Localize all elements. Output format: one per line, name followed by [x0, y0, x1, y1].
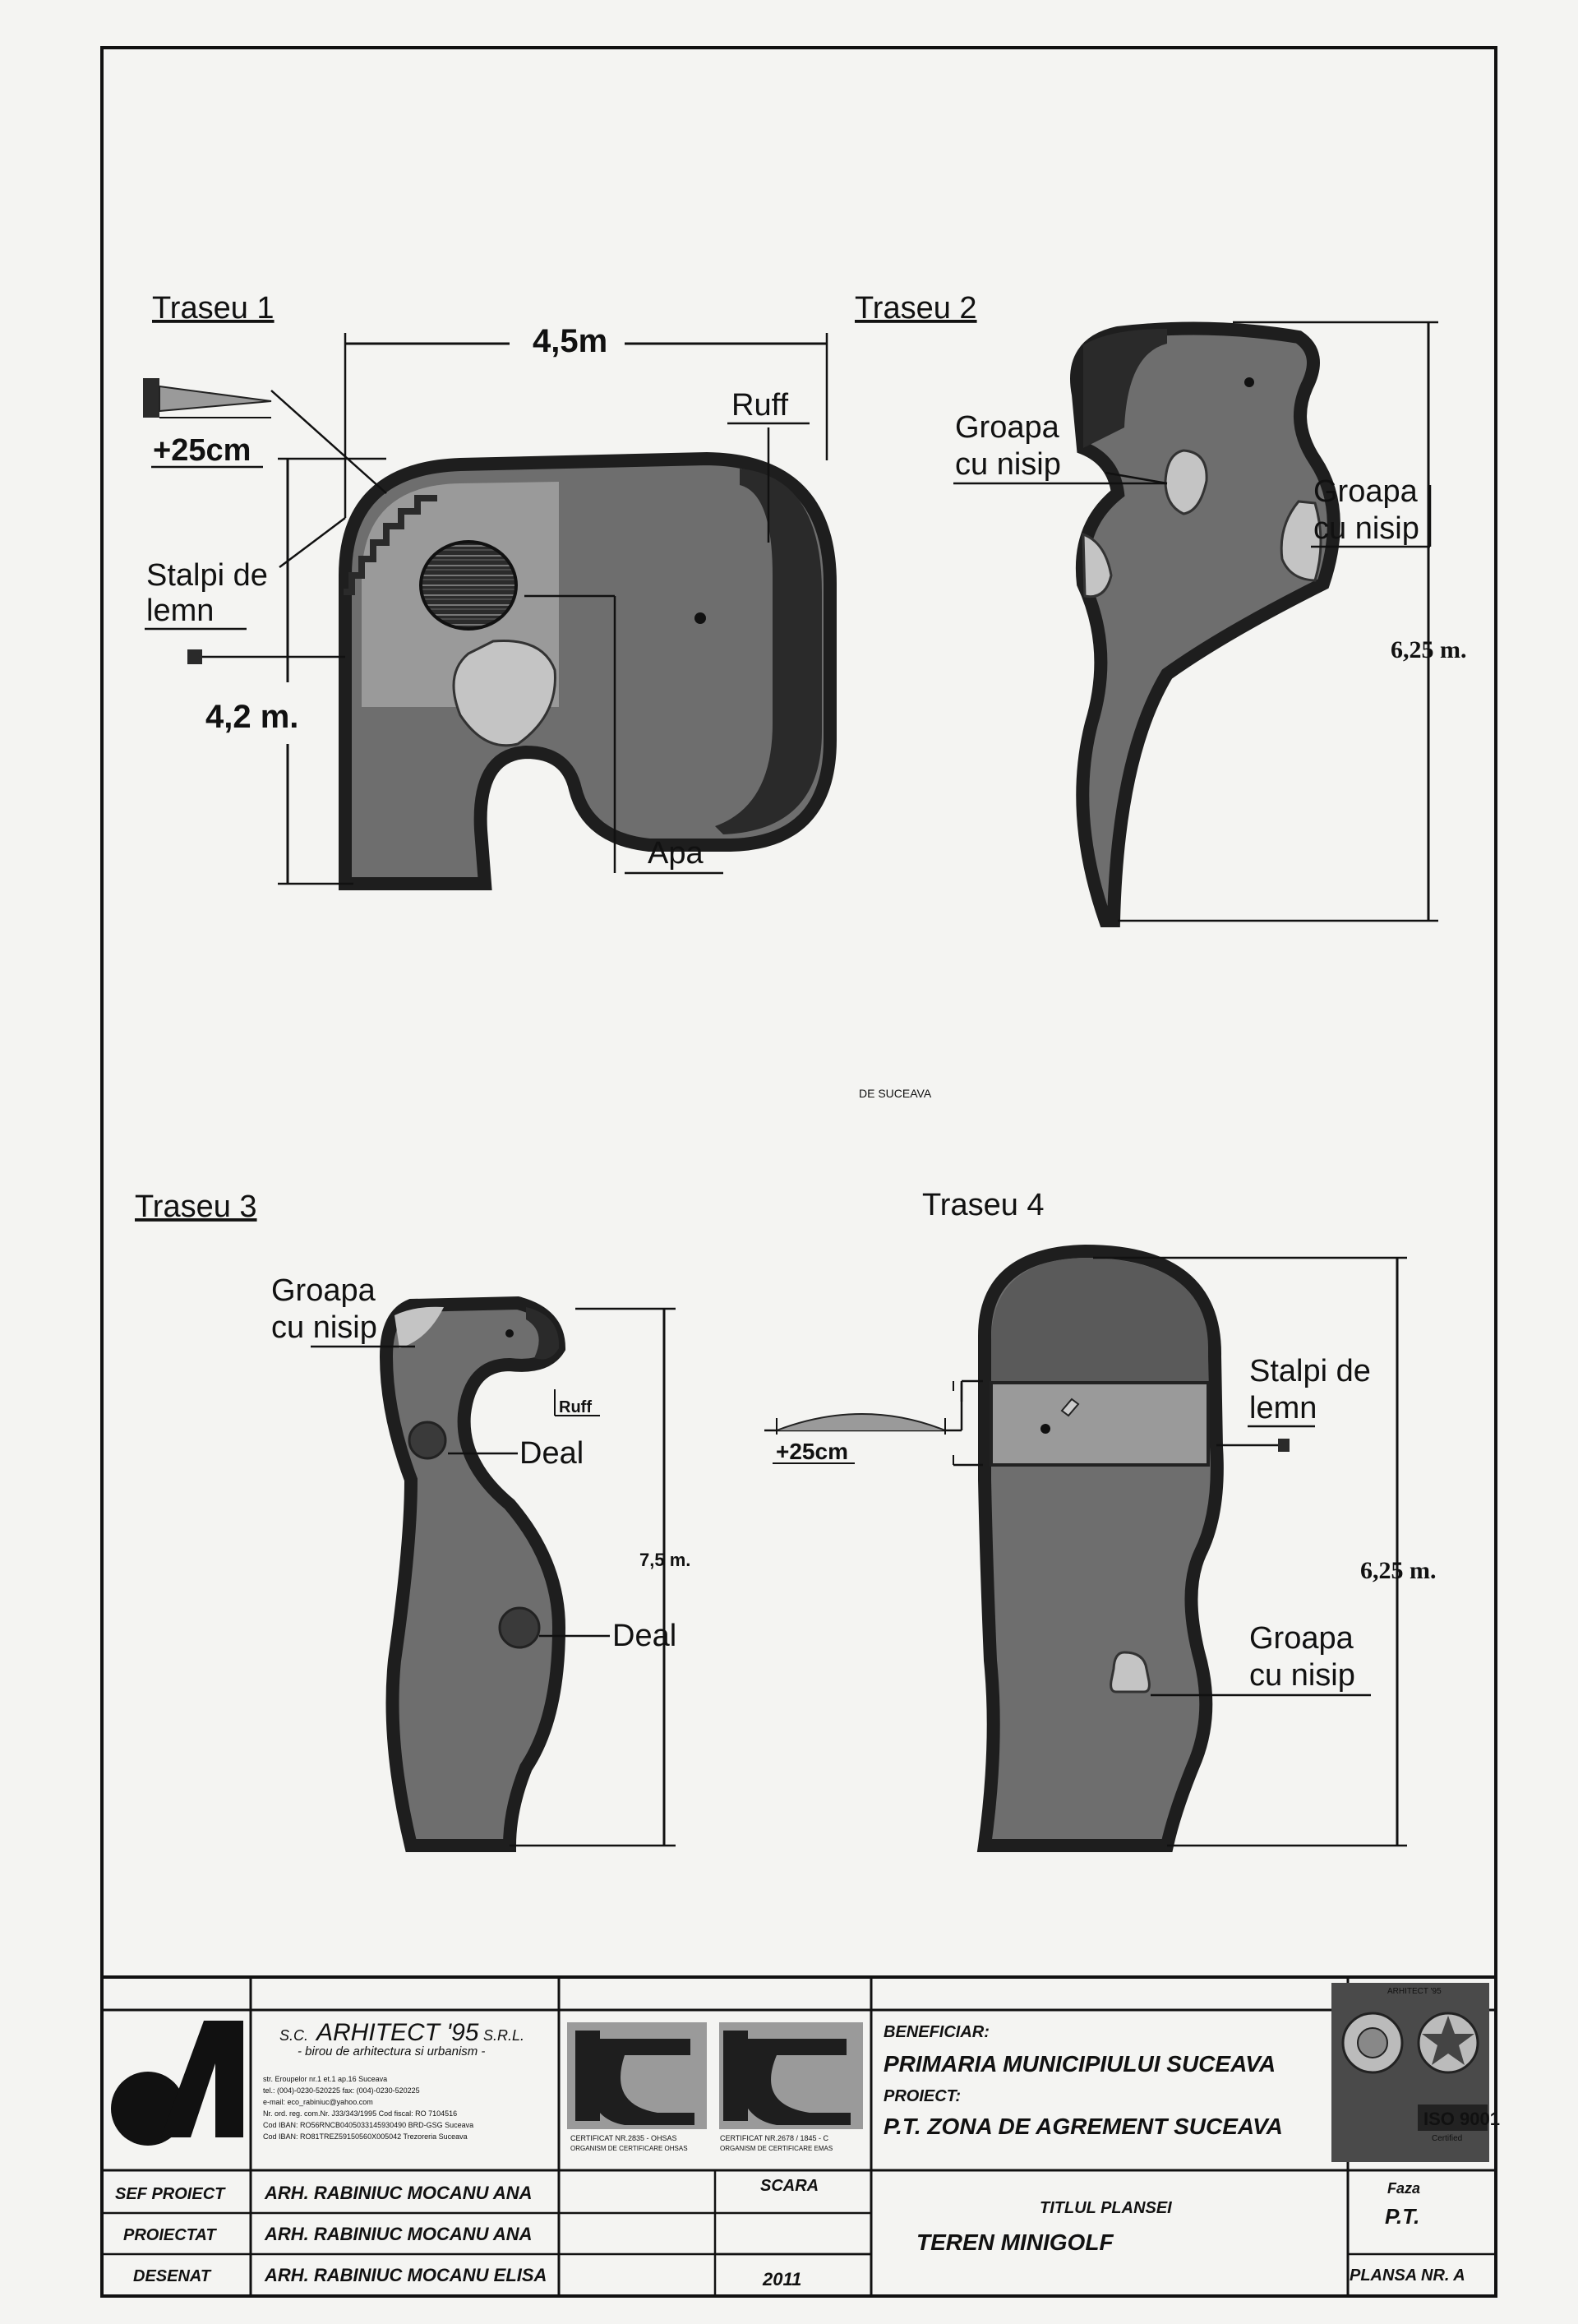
traseu-2-hole — [1244, 377, 1254, 387]
traseu-4-elevation-label: +25cm — [776, 1439, 848, 1464]
company-logo — [111, 2021, 243, 2146]
project-info: BENEFICIAR: PRIMARIA MUNICIPIULUI SUCEAV… — [884, 2023, 1283, 2139]
traseu-2-height-label: 6,25 m. — [1391, 636, 1467, 663]
traseu-2-sand-b-label-1: Groapa — [1313, 474, 1419, 509]
traseu-2-title: Traseu 2 — [855, 291, 977, 326]
iso-certification: ARHITECT '95 ISO 9001 Certified — [1331, 1983, 1500, 2162]
proiect-value: P.T. ZONA DE AGREMENT SUCEAVA — [884, 2114, 1283, 2139]
traseu-3-hill-label-1: Deal — [519, 1436, 584, 1471]
year-value: 2011 — [762, 2269, 801, 2289]
traseu-2-sand-2 — [1280, 500, 1322, 582]
sef-proiect-value: ARH. RABINIUC MOCANU ANA — [264, 2183, 533, 2203]
traseu-3-ruff-zone — [526, 1307, 560, 1360]
titlul-plansei-value: TEREN MINIGOLF — [916, 2229, 1114, 2255]
traseu-4-hole — [1040, 1424, 1050, 1434]
traseu-1-ruff-label: Ruff — [731, 388, 788, 423]
company-block: S.C. ARHITECT '95 S.R.L. - birou de arhi… — [263, 2019, 524, 2141]
company-info-4: Nr. ord. reg. com.Nr. J33/343/1995 Cod f… — [263, 2109, 457, 2118]
traseu-2-diagram: Traseu 2 Groapa cu nisip Groapa cu nisip… — [855, 291, 1467, 927]
traseu-1-water-label: Apa — [648, 836, 704, 871]
titlul-plansei-label: TITLUL PLANSEI — [1040, 2199, 1172, 2217]
beneficiar-value: PRIMARIA MUNICIPIULUI SUCEAVA — [884, 2051, 1276, 2077]
traseu-3-title: Traseu 3 — [135, 1190, 257, 1224]
traseu-4-sand-label-1: Groapa — [1249, 1621, 1354, 1656]
traseu-1-water — [419, 540, 518, 631]
traseu-1-height-label: 4,2 m. — [205, 699, 298, 735]
traseu-4-posts-label-1: Stalpi de — [1249, 1354, 1371, 1388]
traseu-3-diagram: Traseu 3 Groapa cu nisip Ruff Deal Deal … — [135, 1190, 690, 1852]
desenat-value: ARH. RABINIUC MOCANU ELISA — [264, 2265, 547, 2285]
traseu-4-sand — [1110, 1651, 1151, 1693]
traseu-4-upper-zone — [991, 1258, 1208, 1383]
sef-proiect-label: SEF PROIECT — [115, 2185, 226, 2203]
company-info-3: e-mail: eco_rabiniuc@yahoo.com — [263, 2098, 373, 2106]
faza-value: P.T. — [1385, 2204, 1419, 2229]
proiectat-label: PROIECTAT — [123, 2226, 217, 2244]
traseu-2-sand-a-label-1: Groapa — [955, 410, 1060, 445]
traseu-3-sand — [394, 1306, 444, 1348]
cert-1-body: ORGANISM DE CERTIFICARE OHSAS — [570, 2145, 688, 2152]
traseu-3-hole — [505, 1329, 514, 1338]
traseu-2-sand-3 — [1082, 532, 1113, 598]
company-sc: S.C. — [279, 2027, 308, 2044]
traseu-1-elevation-label: +25cm — [153, 433, 251, 468]
traseu-1-diagram: Traseu 1 4,5m Ruff +25cm 4,2 m. — [143, 291, 837, 890]
company-info-2: tel.: (004)-0230-520225 fax: (004)-0230-… — [263, 2086, 420, 2095]
traseu-2-sand-a-label-2: cu nisip — [955, 447, 1061, 482]
company-subtitle: - birou de arhitectura si urbanism - — [298, 2044, 485, 2058]
traseu-2-sand-1 — [1164, 449, 1208, 515]
certification-logos: CERTIFICAT NR.2835 - OHSAS ORGANISM DE C… — [567, 2022, 863, 2152]
traseu-1-width-label: 4,5m — [533, 323, 607, 359]
traseu-3-height-label: 7,5 m. — [639, 1550, 690, 1570]
traseu-2-ruff-zone — [1083, 329, 1167, 448]
company-name: ARHITECT '95 — [315, 2019, 479, 2046]
traseu-4-posts-label-2: lemn — [1249, 1391, 1317, 1425]
traseu-3-sand-label-1: Groapa — [271, 1273, 376, 1308]
traseu-3-ruff-label: Ruff — [559, 1398, 592, 1416]
signature-rows: SEF PROIECT ARH. RABINIUC MOCANU ANA PRO… — [115, 2177, 1465, 2289]
company-srl: S.R.L. — [483, 2027, 524, 2044]
traseu-1-posts-label-2: lemn — [146, 594, 214, 628]
traseu-4-diagram: Traseu 4 +25cm Stalpi de lemn Groapa cu … — [764, 1188, 1437, 1852]
company-info-1: str. Eroupelor nr.1 et.1 ap.16 Suceava — [263, 2075, 387, 2083]
proiect-label: PROIECT: — [884, 2087, 961, 2105]
proiectat-value: ARH. RABINIUC MOCANU ANA — [264, 2224, 533, 2244]
traseu-1-posts-label-1: Stalpi de — [146, 558, 268, 593]
cert-1-label: CERTIFICAT NR.2835 - OHSAS — [570, 2134, 677, 2142]
desenat-label: DESENAT — [133, 2267, 212, 2285]
cert-2-label: CERTIFICAT NR.2678 / 1845 - C — [720, 2134, 829, 2142]
traseu-2-course — [1070, 321, 1340, 927]
traseu-2-sand-b-label-2: cu nisip — [1313, 511, 1419, 546]
scara-label: SCARA — [760, 2177, 819, 2195]
traseu-4-title: Traseu 4 — [922, 1188, 1045, 1222]
traseu-4-height-label: 6,25 m. — [1360, 1557, 1437, 1584]
plansa-number: PLANSA NR. A — [1350, 2266, 1465, 2285]
beneficiar-label: BENEFICIAR: — [884, 2023, 990, 2041]
company-info-6: Cod IBAN: RO81TREZ59150560X005042 Trezor… — [263, 2132, 468, 2141]
traseu-1-sand — [452, 639, 556, 747]
company-info-5: Cod IBAN: RO56RNCB0405033145930490 BRD-G… — [263, 2121, 473, 2129]
iso-label: ISO 9001 — [1423, 2109, 1500, 2129]
watermark-text: DE SUCEAVA — [859, 1087, 932, 1100]
traseu-1-hole — [694, 612, 706, 624]
cert-2-body: ORGANISM DE CERTIFICARE EMAS — [720, 2145, 833, 2152]
traseu-4-sand-label-2: cu nisip — [1249, 1658, 1355, 1693]
traseu-3-sand-label-2: cu nisip — [271, 1310, 377, 1345]
iso-top-label: ARHITECT '95 — [1387, 1987, 1442, 1996]
traseu-3-course — [379, 1296, 566, 1852]
traseu-3-hill-label-2: Deal — [612, 1619, 676, 1653]
traseu-3-hill-2 — [498, 1606, 541, 1649]
traseu-4-elevated-zone — [990, 1381, 1210, 1467]
iso-small-label: Certified — [1432, 2134, 1462, 2143]
traseu-1-ruff-zone — [715, 469, 822, 834]
faza-label: Faza — [1387, 2180, 1420, 2197]
traseu-1-title: Traseu 1 — [152, 291, 275, 326]
traseu-3-hill-1 — [408, 1421, 447, 1460]
